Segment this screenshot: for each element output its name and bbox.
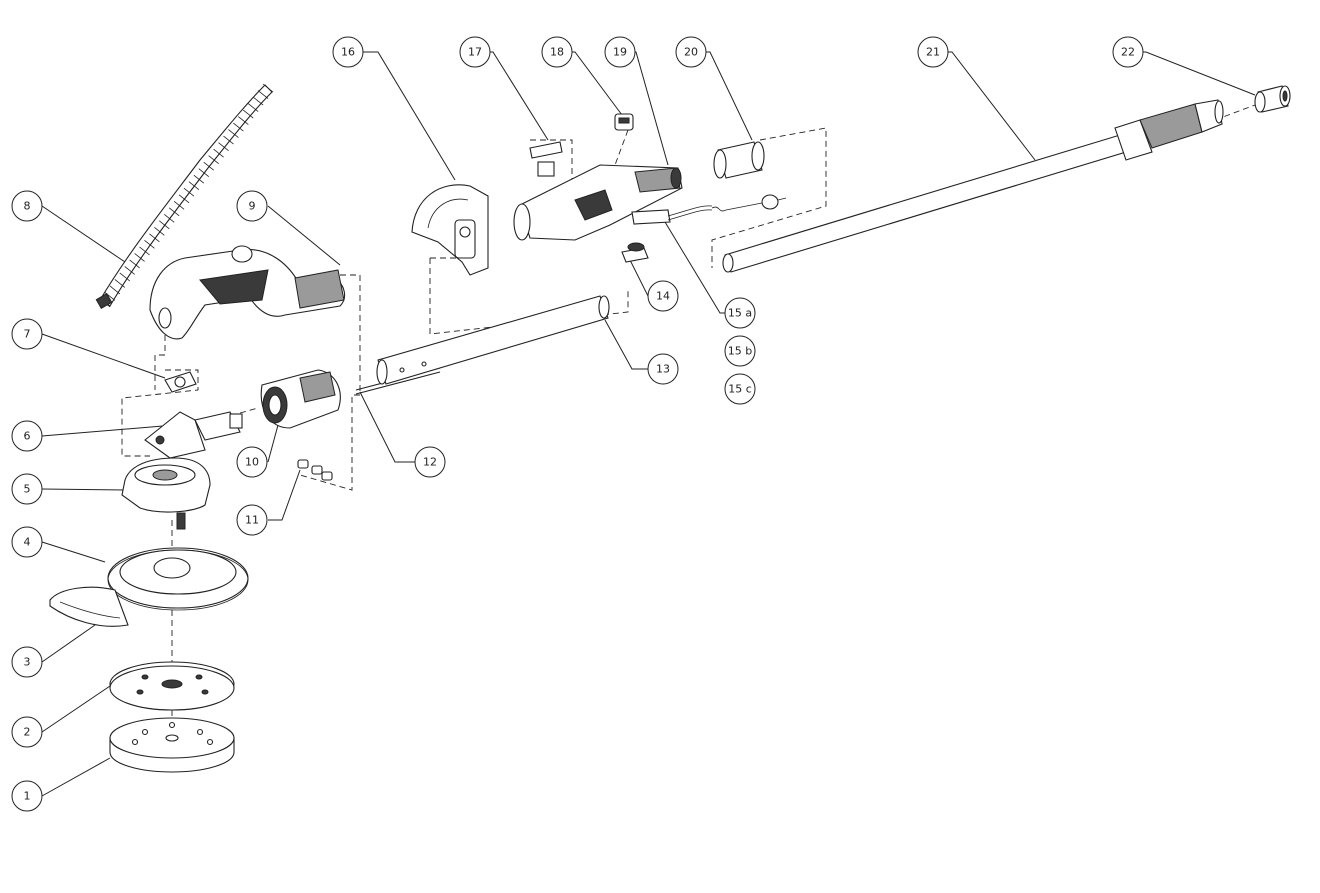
svg-text:20: 20 <box>684 46 698 59</box>
callout-21: 21 <box>917 36 949 68</box>
callout-20: 20 <box>675 36 707 68</box>
tube-part-13 <box>376 295 610 385</box>
connector-part-7 <box>164 371 197 393</box>
svg-text:22: 22 <box>1121 46 1135 59</box>
svg-text:5: 5 <box>24 483 31 496</box>
callout-16: 16 <box>332 36 364 68</box>
svg-text:17: 17 <box>468 46 482 59</box>
cap-part-18 <box>614 113 634 131</box>
svg-text:15 b: 15 b <box>728 345 752 358</box>
callout-3: 3 <box>11 646 43 678</box>
svg-text:3: 3 <box>24 656 31 669</box>
extension-pole-part-21 <box>722 99 1224 273</box>
callout-5: 5 <box>11 473 43 505</box>
svg-text:15 a: 15 a <box>728 307 752 320</box>
callout-11: 11 <box>236 504 268 536</box>
callout-9: 9 <box>236 190 268 222</box>
callout-4: 4 <box>11 526 43 558</box>
svg-text:12: 12 <box>423 456 437 469</box>
callout-8: 8 <box>11 190 43 222</box>
gear-assembly-part-6 <box>144 411 243 459</box>
gear-head-part-5 <box>121 457 211 530</box>
callout-19: 19 <box>604 36 636 68</box>
dust-cover-part-4 <box>107 547 249 611</box>
callout-10: 10 <box>236 446 268 478</box>
button-part-14 <box>621 242 649 263</box>
svg-text:14: 14 <box>656 290 670 303</box>
switch-part-17 <box>529 141 563 177</box>
svg-text:10: 10 <box>245 456 259 469</box>
callout-2: 2 <box>11 716 43 748</box>
svg-text:6: 6 <box>24 430 31 443</box>
coupling-nut-part-20 <box>713 141 765 179</box>
hinged-segment-part-3 <box>49 586 129 627</box>
bracket-part-16 <box>411 184 489 276</box>
svg-text:7: 7 <box>24 328 31 341</box>
screws-part-11 <box>297 459 333 481</box>
svg-text:16: 16 <box>341 46 355 59</box>
end-cap-part-22 <box>1254 85 1291 113</box>
callout-12: 12 <box>414 446 446 478</box>
callout-17: 17 <box>459 36 491 68</box>
svg-text:8: 8 <box>24 200 31 213</box>
svg-text:18: 18 <box>550 46 564 59</box>
callout-1: 1 <box>11 780 43 812</box>
svg-text:15 c: 15 c <box>728 383 752 396</box>
sanding-pad-part-1 <box>109 717 235 773</box>
svg-text:21: 21 <box>926 46 940 59</box>
motor-housing-part-10 <box>260 369 341 429</box>
main-handle-part-19 <box>513 164 683 241</box>
callout-13: 13 <box>647 353 679 385</box>
svg-text:2: 2 <box>24 726 31 739</box>
callout-6: 6 <box>11 420 43 452</box>
callout-15a: 15 a <box>724 297 756 329</box>
callout-7: 7 <box>11 318 43 350</box>
callout-18: 18 <box>541 36 573 68</box>
svg-text:11: 11 <box>245 514 259 527</box>
callout-15b: 15 b <box>724 335 756 367</box>
cable-part-15 <box>631 194 787 225</box>
callout-15c: 15 c <box>724 373 756 405</box>
corrugated-hose-part-8 <box>95 83 274 310</box>
upper-handle-part-9 <box>149 245 346 340</box>
callouts: 1 2 3 4 5 6 7 8 9 10 11 12 13 14 15 a 15… <box>11 36 1144 812</box>
svg-text:9: 9 <box>249 200 256 213</box>
svg-text:19: 19 <box>613 46 627 59</box>
svg-text:1: 1 <box>24 790 31 803</box>
callout-22: 22 <box>1112 36 1144 68</box>
sanding-disc-part-2 <box>109 661 235 711</box>
callout-14: 14 <box>647 280 679 312</box>
leader-lines <box>41 51 1256 797</box>
svg-text:13: 13 <box>656 363 670 376</box>
svg-text:4: 4 <box>24 536 31 549</box>
